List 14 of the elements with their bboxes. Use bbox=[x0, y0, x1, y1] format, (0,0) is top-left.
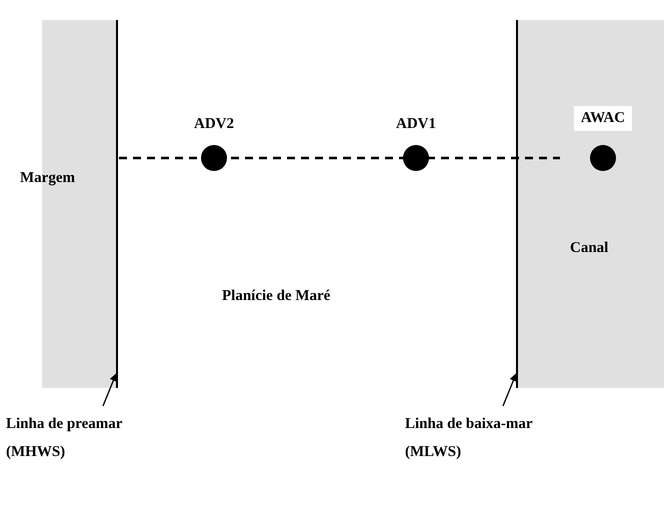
area-label: Planície de Maré bbox=[222, 288, 330, 305]
instrument-label: ADV2 bbox=[193, 116, 235, 133]
area-label: Margem bbox=[20, 170, 75, 187]
instrument-label: ADV1 bbox=[395, 116, 437, 133]
channel-band bbox=[517, 20, 664, 388]
leader-arrow bbox=[502, 373, 517, 406]
line-caption: Linha de baixa-mar (MLWS) bbox=[405, 410, 570, 460]
shoreline-line bbox=[516, 20, 520, 388]
leader-arrow bbox=[102, 373, 117, 406]
instrument-label: AWAC bbox=[574, 106, 632, 131]
line-caption: Linha de preamar (MHWS) bbox=[6, 410, 171, 460]
shoreline-line bbox=[116, 20, 120, 388]
instrument-marker bbox=[574, 106, 632, 172]
area-label: Canal bbox=[570, 240, 608, 257]
